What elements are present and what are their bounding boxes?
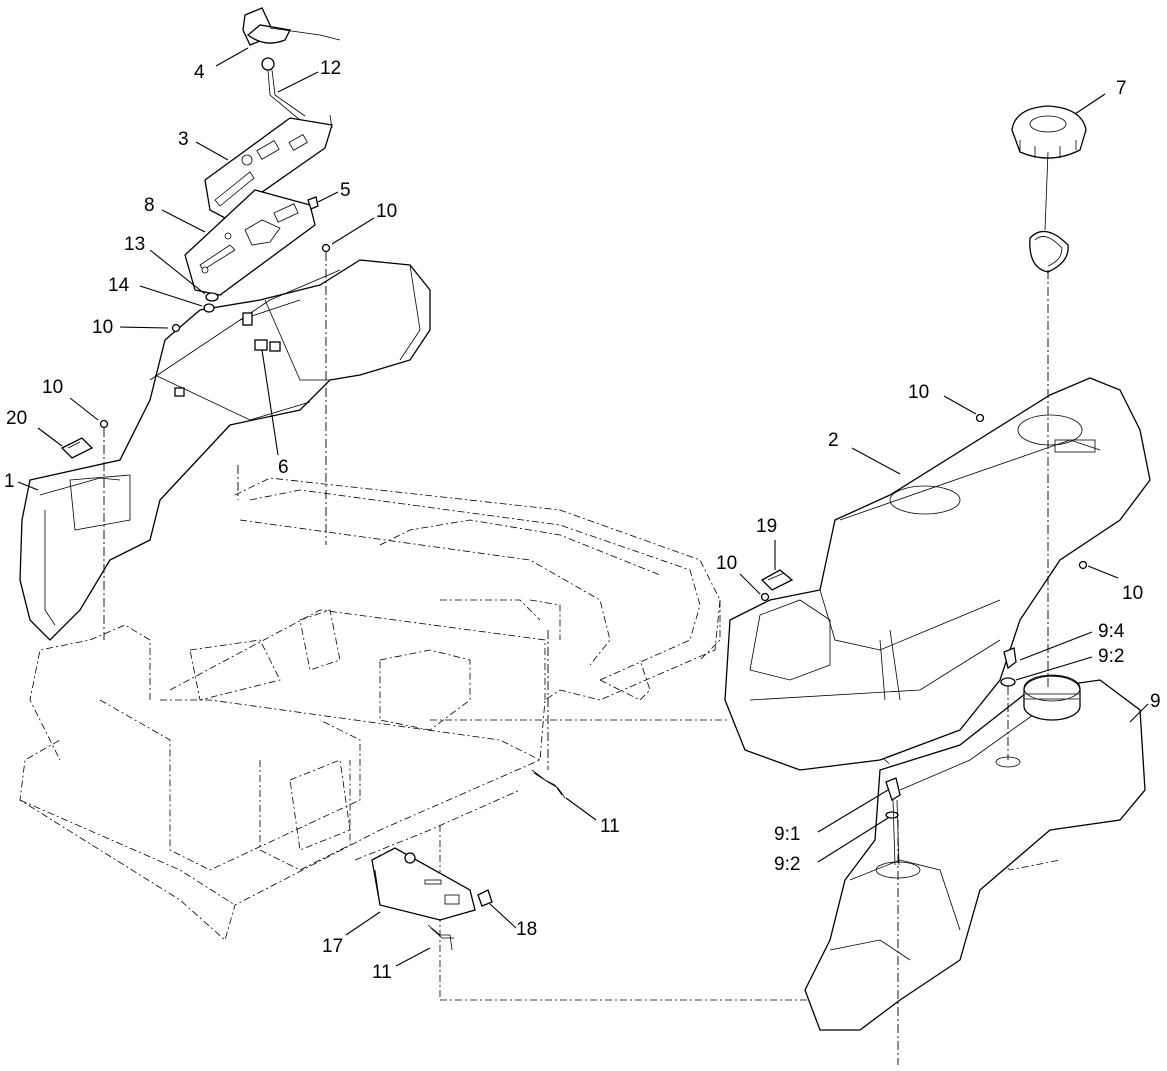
part-7-fuel-cap (1011, 105, 1087, 273)
part-1-left-fender (19, 259, 431, 641)
callout-18: 18 (516, 919, 537, 940)
callout-17: 17 (322, 936, 343, 957)
callout-10f: 10 (1122, 583, 1143, 604)
screws-10 (99, 243, 1088, 602)
part-11-clips (427, 769, 566, 951)
callout-10e: 10 (716, 553, 737, 574)
callout-9-1: 9:1 (774, 824, 800, 845)
callout-9-4: 9:4 (1098, 621, 1125, 642)
callout-labels: 4 12 3 8 5 10 13 14 10 10 20 1 6 7 10 2 … (4, 58, 1161, 983)
callout-9-2b: 9:2 (774, 854, 800, 875)
callout-9: 9 (1150, 691, 1161, 712)
part-8-panel (184, 189, 316, 296)
callout-11a: 11 (600, 816, 620, 837)
part-2-right-fender (724, 377, 1151, 771)
callout-3: 3 (178, 129, 189, 150)
callout-11b: 11 (372, 962, 392, 983)
callout-5: 5 (340, 180, 351, 201)
callout-9-2a: 9:2 (1098, 646, 1124, 667)
callout-10a: 10 (376, 201, 397, 222)
callout-8: 8 (144, 195, 155, 216)
part-6-clips (174, 312, 281, 397)
fittings-9 (885, 647, 1017, 866)
part-18-bolt (477, 889, 493, 907)
part-19-decal (760, 569, 794, 591)
callout-10c: 10 (42, 377, 63, 398)
leader-lines (17, 47, 1149, 967)
callout-12: 12 (320, 58, 341, 79)
callout-2: 2 (828, 430, 839, 451)
callout-6: 6 (278, 457, 289, 478)
part-13-washer (205, 292, 219, 302)
part-14-nut (203, 303, 215, 313)
callout-4: 4 (194, 62, 205, 83)
part-3-plate (204, 117, 333, 219)
part-5-screw (307, 196, 319, 210)
callout-10d: 10 (908, 382, 929, 403)
callout-7: 7 (1116, 78, 1127, 99)
callout-14: 14 (108, 275, 130, 296)
part-17-bracket (371, 847, 476, 921)
part-20-decal (60, 437, 94, 459)
callout-13: 13 (124, 234, 145, 255)
assembly-lines (103, 252, 1049, 1065)
callout-19: 19 (756, 516, 777, 537)
callout-10b: 10 (92, 317, 113, 338)
callout-20: 20 (6, 408, 27, 429)
callout-1: 1 (4, 471, 15, 492)
part-9-fuel-tank (804, 674, 1146, 1031)
part-4-knob (242, 7, 341, 46)
